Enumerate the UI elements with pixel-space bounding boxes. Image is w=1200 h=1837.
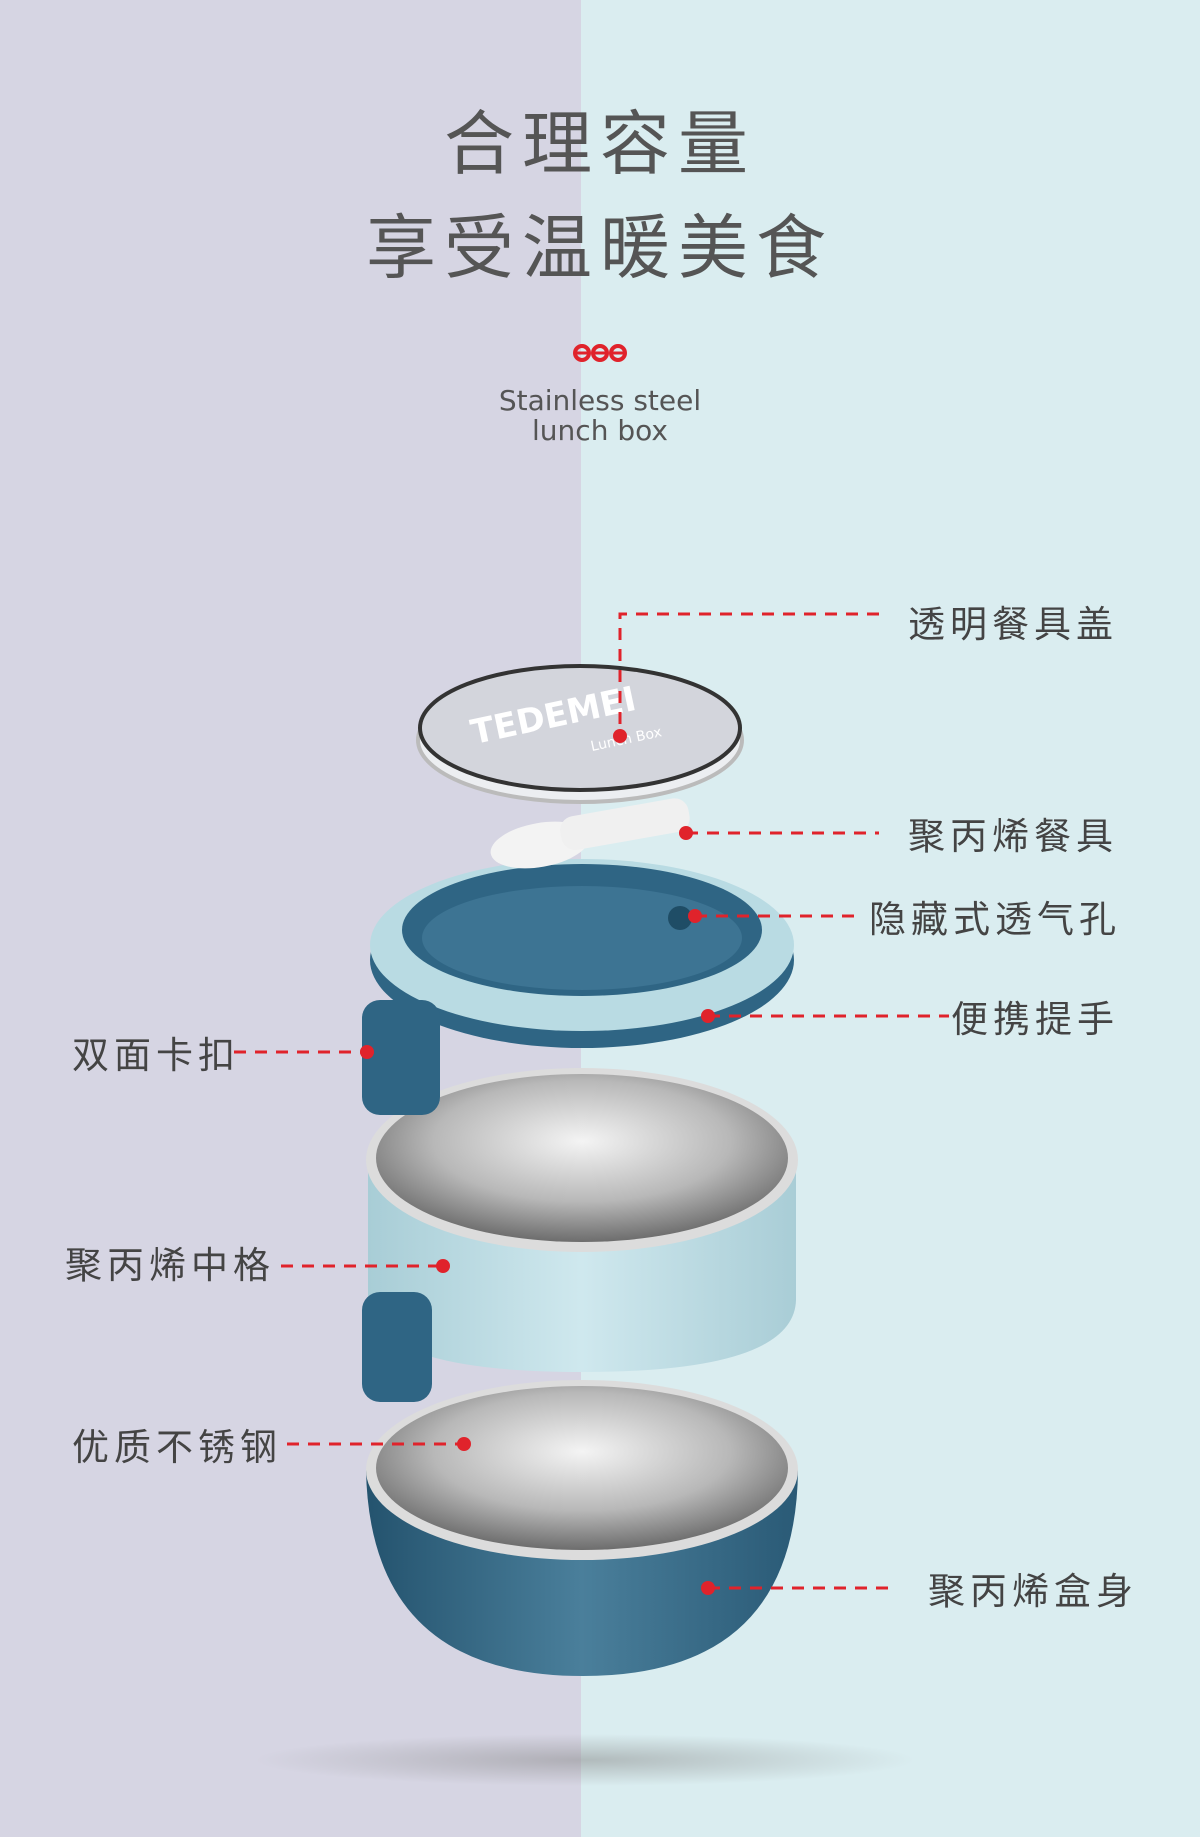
heading-line2: 享受温暖美食: [366, 207, 834, 289]
bottom-bowl: [366, 1380, 798, 1676]
label-handle: 便携提手: [951, 998, 1119, 1041]
spoon: [490, 798, 690, 869]
label-vent: 隐藏式透气孔: [869, 898, 1121, 941]
label-utensils: 聚丙烯餐具: [908, 815, 1118, 858]
label-steel: 优质不锈钢: [72, 1426, 282, 1469]
middle-tier: [362, 1068, 798, 1402]
callout-lines: [234, 612, 949, 1590]
clear-lid: TEDEMEI Lunch Box: [416, 664, 744, 804]
label-clear-lid: 透明餐具盖: [908, 603, 1118, 646]
label-clip: 双面卡扣: [72, 1034, 240, 1077]
brand-logo: [573, 344, 627, 362]
subtitle-line2: lunch box: [532, 414, 668, 447]
top-cover: [362, 859, 794, 1115]
shadow: [255, 1734, 915, 1786]
heading-line1: 合理容量: [444, 103, 756, 185]
subtitle-line1: Stainless steel: [498, 384, 702, 417]
label-middle-tier: 聚丙烯中格: [65, 1244, 275, 1287]
callout-dots: [360, 729, 715, 1595]
label-body: 聚丙烯盒身: [928, 1570, 1138, 1613]
